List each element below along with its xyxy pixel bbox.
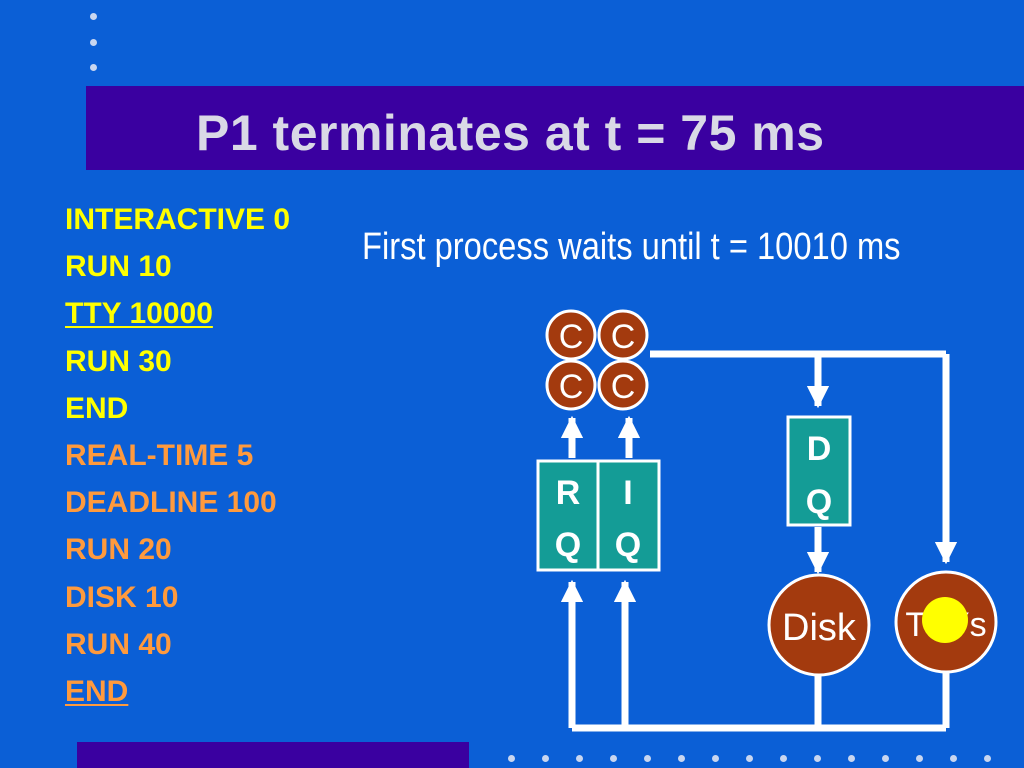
script-line: REAL-TIME 5 (65, 439, 254, 473)
script-line: RUN 40 (65, 627, 172, 661)
decor-dot (780, 755, 787, 762)
decor-dot (610, 755, 617, 762)
disk-device: Disk (767, 573, 871, 677)
script-line: END (65, 391, 129, 425)
decor-dot (542, 755, 549, 762)
dq-label-line1: D (807, 430, 832, 468)
script-line: DEADLINE 100 (65, 486, 277, 520)
script-line: END (65, 675, 129, 709)
decor-dot (882, 755, 889, 762)
decor-dot (746, 755, 753, 762)
title-band (86, 86, 1024, 170)
decor-dot (90, 13, 97, 20)
decor-dot (950, 755, 957, 762)
cpu-circle (545, 309, 597, 361)
decor-dot (848, 755, 855, 762)
script-line: DISK 10 (65, 580, 179, 614)
decor-dot (712, 755, 719, 762)
cpu-circle (597, 309, 649, 361)
disk-label: Disk (782, 607, 857, 649)
script-line: RUN 10 (65, 250, 172, 284)
script-line: RUN 20 (65, 533, 172, 567)
ready-queue: R Q (536, 459, 600, 572)
dq-label-line2: Q (806, 483, 832, 521)
cpu-label: C (559, 368, 584, 406)
cpu-label: C (559, 318, 584, 356)
cpu-label: C (611, 318, 636, 356)
cpu-group: C C C C (545, 309, 649, 411)
interactive-queue: I Q (596, 459, 661, 572)
cpu-circle (545, 359, 597, 411)
decor-dot (678, 755, 685, 762)
decor-dot (90, 39, 97, 46)
rq-label-line2: Q (555, 526, 581, 564)
decor-dot (814, 755, 821, 762)
decor-dot (916, 755, 923, 762)
decor-dot (576, 755, 583, 762)
slide-caption: First process waits until t = 10010 ms (362, 226, 901, 268)
cpu-circle (597, 359, 649, 411)
ttys-device: TTYs (894, 570, 998, 674)
script-line: RUN 30 (65, 344, 172, 378)
decor-dot (508, 755, 515, 762)
bottom-band (77, 742, 469, 768)
iq-label-line1: I (623, 474, 632, 512)
decor-dot (644, 755, 651, 762)
cpu-label: C (611, 368, 636, 406)
iq-label-line2: Q (615, 526, 641, 564)
rq-label-line1: R (556, 474, 581, 512)
process-token (922, 597, 968, 643)
slide-title: P1 terminates at t = 75 ms (196, 105, 825, 161)
decor-dot (90, 64, 97, 71)
disk-queue: D Q (786, 415, 852, 527)
script-line: TTY 10000 (65, 297, 213, 331)
decor-dot (984, 755, 991, 762)
script-line: INTERACTIVE 0 (65, 203, 291, 236)
